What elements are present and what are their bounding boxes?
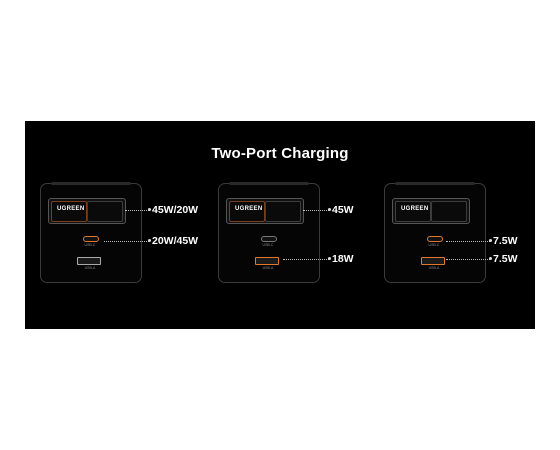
leader-line bbox=[303, 208, 331, 211]
usb-c-port bbox=[83, 236, 99, 242]
usb-a-port bbox=[255, 257, 279, 265]
banner-title: Two-Port Charging bbox=[211, 145, 349, 162]
plug-output-label-1: 45W/20W bbox=[152, 204, 199, 216]
usb-a-label: USB-A bbox=[428, 266, 440, 270]
usb-c-label: USB-C bbox=[428, 243, 440, 247]
charger-top-strip bbox=[229, 182, 309, 185]
plug-module: UGREEN bbox=[392, 198, 470, 224]
usb-c-port bbox=[427, 236, 443, 242]
port2-output-label-3: 7.5W bbox=[493, 253, 518, 265]
usb-a-label: USB-A bbox=[262, 266, 274, 270]
plug-module: UGREEN bbox=[48, 198, 126, 224]
charger-illustration-1: UGREEN USB-C USB-A bbox=[40, 182, 142, 283]
charger-illustration-3: UGREEN USB-C USB-A bbox=[384, 182, 486, 283]
usb-c-label: USB-C bbox=[84, 243, 96, 247]
plug-right-half bbox=[265, 201, 301, 222]
brand-label: UGREEN bbox=[57, 206, 85, 212]
charger-illustration-2: UGREEN USB-C USB-A bbox=[218, 182, 320, 283]
usb-c-port bbox=[261, 236, 277, 242]
leader-line bbox=[283, 257, 331, 260]
leader-line bbox=[125, 208, 151, 211]
plug-output-label-3: 7.5W bbox=[493, 235, 518, 247]
usb-a-label: USB-A bbox=[84, 266, 96, 270]
plug-left-half bbox=[51, 201, 87, 222]
usb-c-label: USB-C bbox=[262, 243, 274, 247]
usb-a-port bbox=[77, 257, 101, 265]
plug-left-half bbox=[395, 201, 431, 222]
leader-line bbox=[104, 239, 151, 242]
usb-a-port bbox=[421, 257, 445, 265]
charger-top-strip bbox=[51, 182, 131, 185]
leader-line bbox=[446, 239, 492, 242]
plug-left-half bbox=[229, 201, 265, 222]
plug-module: UGREEN bbox=[226, 198, 304, 224]
charger-top-strip bbox=[395, 182, 475, 185]
brand-label: UGREEN bbox=[401, 206, 429, 212]
charging-banner: Two-Port Charging UGREEN USB-C USB-A 45W… bbox=[25, 121, 535, 329]
plug-right-half bbox=[431, 201, 467, 222]
leader-line bbox=[446, 257, 492, 260]
port2-output-label-2: 18W bbox=[332, 253, 354, 265]
plug-output-label-2: 45W bbox=[332, 204, 354, 216]
brand-label: UGREEN bbox=[235, 206, 263, 212]
plug-right-half bbox=[87, 201, 123, 222]
port2-output-label-1: 20W/45W bbox=[152, 235, 199, 247]
